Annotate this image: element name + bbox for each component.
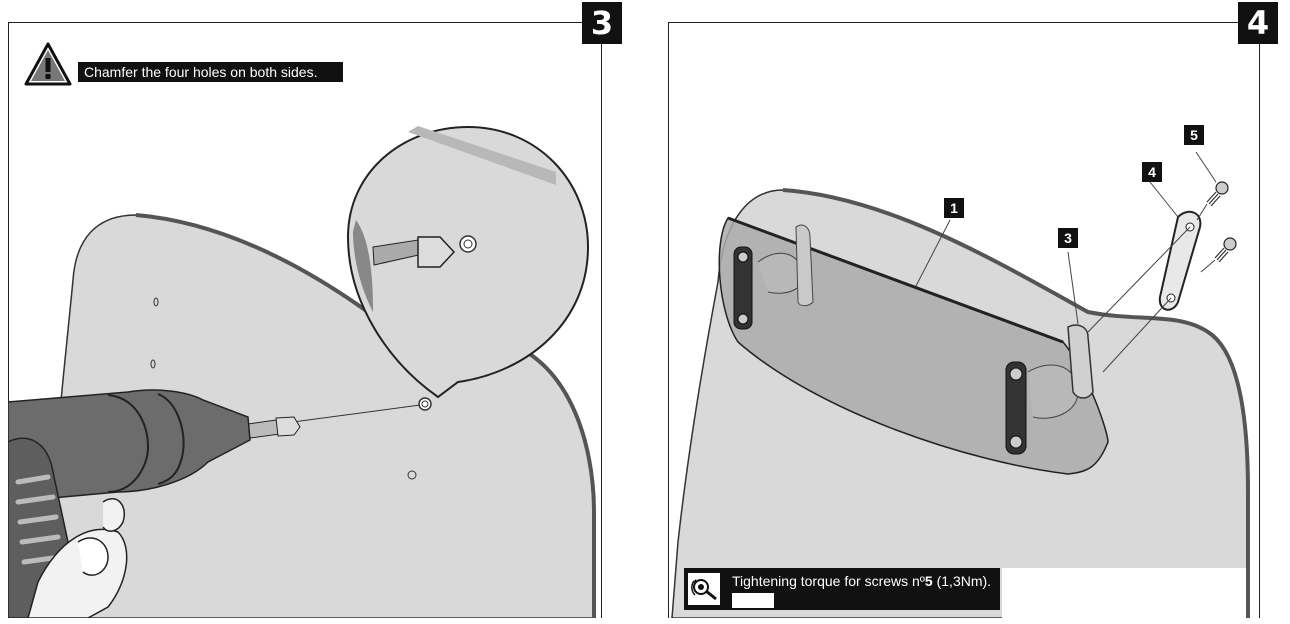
step-number-badge: 4 xyxy=(1238,2,1278,44)
step-number-badge: 3 xyxy=(582,2,622,44)
step-4-panel: 4 1 3 4 5 Tightening torque for screws n… xyxy=(668,2,1278,618)
torque-wrench-icon xyxy=(688,573,720,605)
step-3-panel: 3 Chamfer the four holes on both sides. xyxy=(8,2,622,618)
torque-note: Tightening torque for screws nº5 (1,3Nm)… xyxy=(684,568,1000,610)
callout-part-1: 1 xyxy=(944,198,964,218)
callout-part-3: 3 xyxy=(1058,228,1078,248)
callout-part-4: 4 xyxy=(1142,162,1162,182)
step-4-illustration xyxy=(671,151,1250,618)
torque-text: Tightening torque for screws nº5 (1,3Nm)… xyxy=(732,573,992,589)
warning-icon xyxy=(24,42,72,86)
torque-note-patch xyxy=(732,593,774,608)
step-3-frame xyxy=(8,22,602,618)
step-3-illustration xyxy=(8,125,596,618)
step-4-frame xyxy=(668,22,1260,618)
callout-part-5: 5 xyxy=(1184,125,1204,145)
torque-note-blank xyxy=(1002,568,1246,618)
warning-text: Chamfer the four holes on both sides. xyxy=(78,62,343,82)
